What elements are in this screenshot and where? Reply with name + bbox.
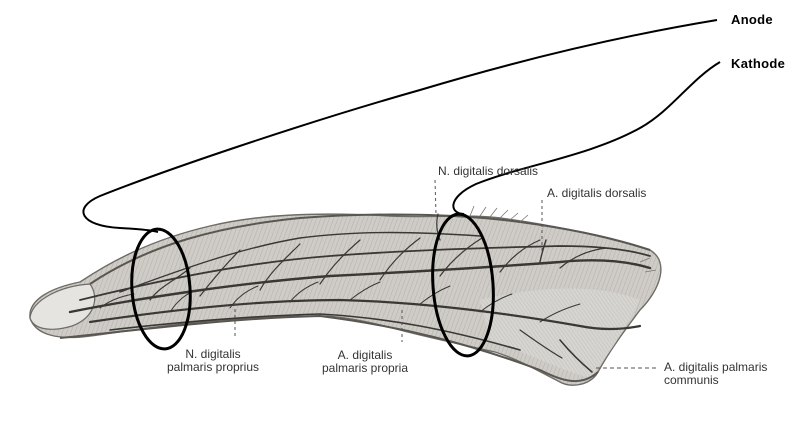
a-digitalis-palmaris-communis-line2: communis [664,374,767,387]
n-digitalis-dorsalis-label: N. digitalis dorsalis [438,165,538,178]
kathode-label: Kathode [731,57,785,70]
a-digitalis-palmaris-communis-label: A. digitalis palmaris communis [664,361,767,387]
a-digitalis-palmaris-propria-line2: palmaris propria [300,362,430,375]
a-digitalis-palmaris-propria-label: A. digitalis palmaris propria [300,349,430,375]
n-digitalis-palmaris-proprius-line2: palmaris proprius [138,361,288,374]
anode-wire [83,20,717,232]
palmar-pad [480,288,640,378]
n-digitalis-palmaris-proprius-label: N. digitalis palmaris proprius [138,348,288,374]
a-digitalis-dorsalis-label: A. digitalis dorsalis [547,187,646,200]
anode-label: Anode [731,13,773,26]
leader-n-digitalis-dorsalis [435,180,436,214]
